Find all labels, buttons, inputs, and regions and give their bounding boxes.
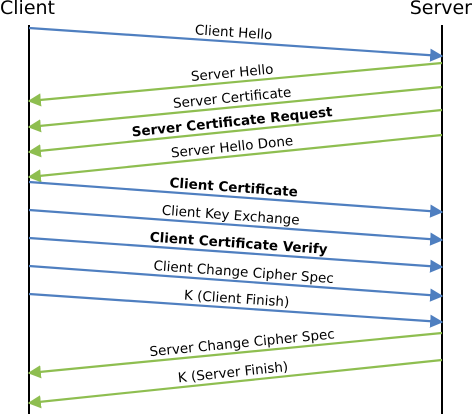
message-arrow [28, 292, 444, 328]
message-arrow [27, 108, 443, 158]
client-label: Client [0, 0, 56, 19]
client-lifeline [28, 25, 30, 414]
message-arrow [27, 61, 443, 107]
message-arrow [28, 264, 444, 302]
message-arrow [27, 331, 443, 379]
server-label: Server [409, 0, 472, 19]
message-label: Client Change Cipher Spec [153, 258, 334, 287]
message-arrow [28, 26, 444, 62]
message-label: Server Hello [190, 62, 274, 86]
message-arrow [28, 236, 444, 273]
message-arrow [28, 180, 444, 218]
message-arrow [27, 133, 443, 183]
message-arrow [27, 358, 443, 409]
message-label: Server Certificate Request [131, 104, 334, 140]
message-label: Server Change Cipher Spec [149, 326, 336, 360]
message-label: K (Client Finish) [183, 288, 289, 311]
message-arrow [27, 85, 443, 133]
message-arrow [28, 208, 444, 246]
message-label: Client Hello [194, 22, 272, 43]
server-lifeline [441, 25, 443, 414]
